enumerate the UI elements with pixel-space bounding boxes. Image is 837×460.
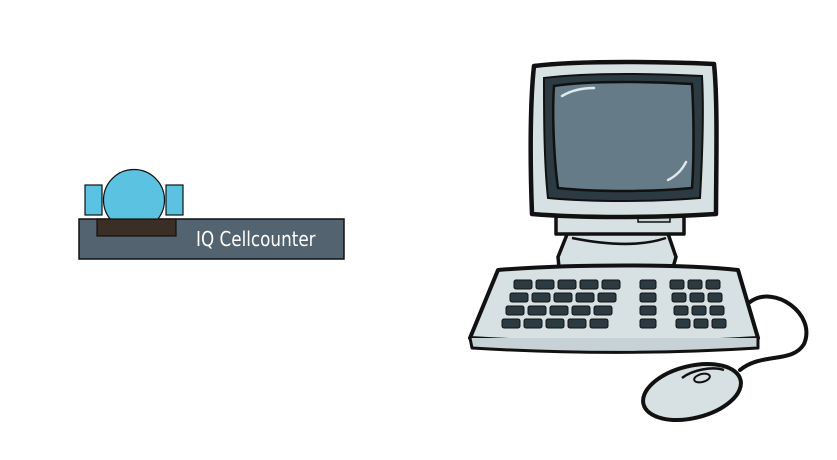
cell-counter-device <box>70 160 360 270</box>
desktop-computer <box>462 52 818 432</box>
cell-counter-icon <box>78 168 345 260</box>
desktop-computer-icon <box>468 59 809 422</box>
device-label: IQ Cellcounter <box>196 227 316 251</box>
